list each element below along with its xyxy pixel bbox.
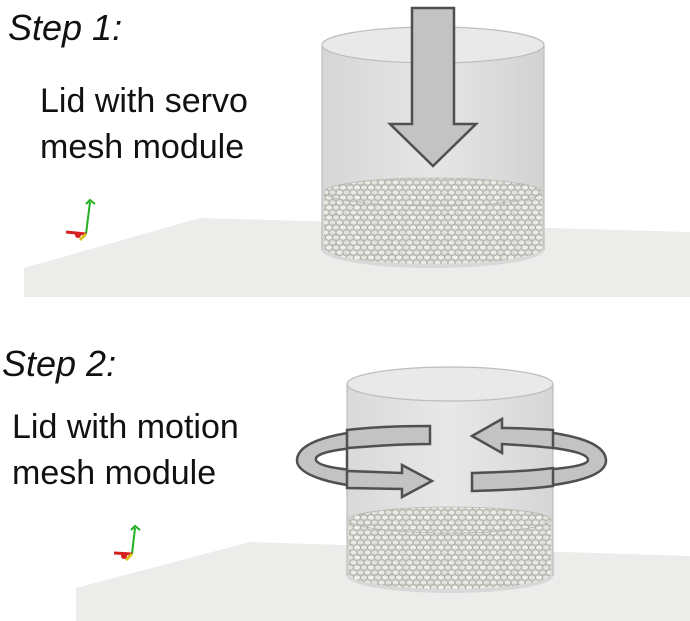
step-2-caption-line-1: Lid with motion — [12, 408, 239, 446]
step-2-scene — [76, 366, 690, 621]
axis-triad-icon — [65, 198, 96, 242]
step-2-title: Step 2: — [2, 343, 117, 384]
step-1-panel: Step 1: Lid with servo mesh module — [0, 0, 690, 305]
particle-bed — [348, 506, 552, 589]
axis-triad-icon — [113, 524, 141, 562]
step-1-caption: Lid with servo mesh module — [40, 78, 248, 170]
step-2-caption: Lid with motion mesh module — [12, 404, 239, 496]
step-1-title: Step 1: — [8, 7, 123, 48]
rotation-arrows-front — [345, 416, 555, 500]
down-arrow-icon — [386, 6, 480, 168]
step-1-caption-line-1: Lid with servo — [40, 82, 248, 120]
particle-bed — [323, 177, 543, 264]
step-2-caption-line-2: mesh module — [12, 454, 217, 492]
step-2-panel: Step 2: Lid with motion mesh module — [0, 310, 690, 621]
cylinder-top-rim — [346, 366, 554, 402]
step-1-scene — [24, 6, 690, 297]
step-1-caption-line-2: mesh module — [40, 128, 245, 166]
